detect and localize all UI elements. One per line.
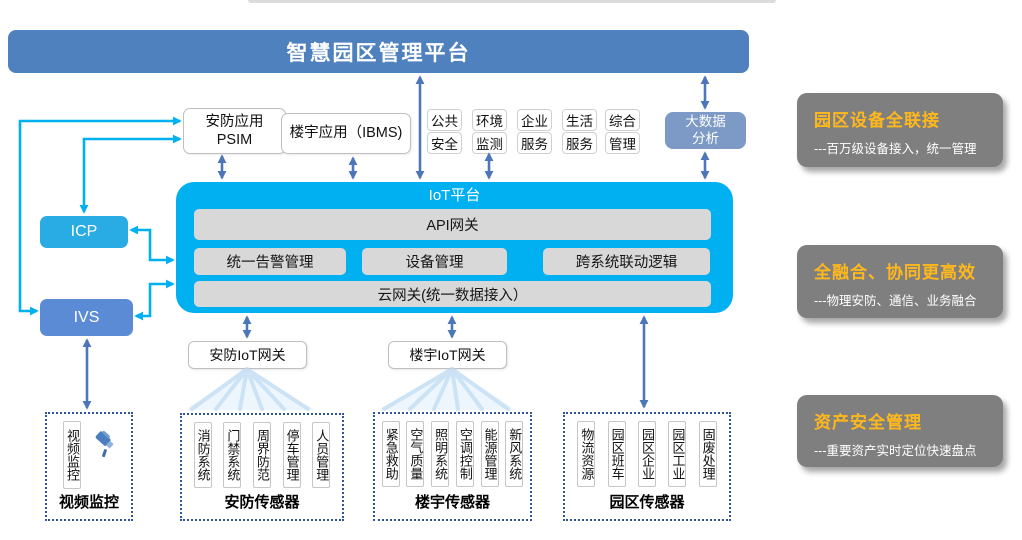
camera-icon — [91, 428, 119, 465]
park-group-label: 园区传感器 — [609, 494, 685, 511]
top-edge-artifact — [248, 0, 776, 3]
ibms-label: 楼宇应用（IBMS) — [289, 125, 403, 142]
service-comprehensive: 综合 管理 — [605, 109, 640, 154]
service-living: 生活 服务 — [562, 109, 597, 154]
sensor-column: 照明系统 — [431, 421, 450, 487]
sensor-column: 园区企业 — [637, 421, 656, 487]
sensor-column: 物流资源 — [577, 421, 596, 487]
iot-platform-title: IoT平台 — [428, 187, 481, 204]
sensor-column: 消防系统 — [193, 422, 212, 488]
sensor-column: 能源管理 — [480, 421, 499, 487]
sensor-column: 周界防范 — [252, 422, 271, 488]
service-public-safety: 公共 安全 — [427, 109, 462, 154]
panel-subtitle: ---重要资产实时定位快速盘点 — [814, 444, 977, 458]
sensor-column: 人员管理 — [312, 422, 331, 488]
service-text: 服务 — [562, 132, 597, 154]
unified-alarm-bar: 统一告警管理 — [194, 248, 346, 275]
app-box-psim: 安防应用 PSIM — [183, 108, 286, 154]
security-sensors-group: 消防系统 门禁系统 周界防范 停车管理 人员管理 安防传感器 — [180, 413, 344, 521]
icp-label: ICP — [70, 223, 98, 240]
sensor-column: 空气质量 — [406, 421, 425, 487]
sensor-column: 园区工业 — [668, 421, 687, 487]
sensor-column: 紧急救助 — [381, 421, 400, 487]
cross-system-linkage-bar: 跨系统联动逻辑 — [543, 248, 710, 275]
service-env-monitoring: 环境 监测 — [472, 109, 507, 154]
service-text: 服务 — [517, 132, 552, 154]
api-gateway-bar: API网关 — [194, 209, 711, 240]
benefit-panel-convergence: 全融合、协同更高效 ---物理安防、通信、业务融合 — [797, 245, 1003, 318]
service-text: 综合 — [605, 109, 640, 131]
platform-banner: 智慧园区管理平台 — [8, 30, 749, 73]
benefit-panel-asset-safety: 资产安全管理 ---重要资产实时定位快速盘点 — [797, 395, 1003, 467]
service-enterprise: 企业 服务 — [517, 109, 552, 154]
sensor-column: 园区班车 — [607, 421, 626, 487]
service-text: 环境 — [472, 109, 507, 131]
video-group-label: 视频监控 — [58, 494, 119, 511]
building-sensors-group: 紧急救助 空气质量 照明系统 空调控制 能源管理 新风系统 楼宇传感器 — [373, 412, 532, 521]
cloud-gateway-bar: 云网关(统一数据接入） — [194, 281, 711, 307]
panel-title: 资产安全管理 — [814, 413, 922, 432]
connector-psim-icp — [79, 134, 182, 214]
service-text: 监测 — [472, 132, 507, 154]
panel-subtitle: ---物理安防、通信、业务融合 — [814, 294, 977, 308]
bigdata-line1: 大数据 — [685, 113, 726, 129]
sensor-column: 固废处理 — [698, 421, 717, 487]
sensor-column: 空调控制 — [455, 421, 474, 487]
sensor-column: 新风系统 — [505, 421, 524, 487]
security-group-label: 安防传感器 — [224, 494, 300, 511]
sensor-column: 门禁系统 — [223, 422, 242, 488]
bigdata-line2: 分析 — [692, 130, 719, 146]
fan-spray-security — [185, 367, 315, 411]
service-text: 公共 — [427, 109, 462, 131]
device-mgmt-bar: 设备管理 — [362, 248, 507, 275]
panel-title: 园区设备全联接 — [814, 111, 940, 130]
video-surveillance-group: 视频监控 视频监控 — [45, 412, 133, 521]
ivs-box: IVS — [40, 299, 133, 336]
fan-spray-building — [378, 367, 516, 411]
building-iot-gateway-box: 楼宇IoT网关 — [388, 341, 507, 369]
ivs-label: IVS — [73, 308, 100, 326]
sensor-column: 停车管理 — [282, 422, 301, 488]
connector-iot-ivs — [134, 279, 175, 321]
psim-line2: PSIM — [216, 132, 253, 148]
park-sensors-group: 物流资源 园区班车 园区企业 园区工业 固废处理 园区传感器 — [563, 412, 731, 521]
security-iot-gateway-box: 安防IoT网关 — [188, 341, 307, 369]
app-box-ibms: 楼宇应用（IBMS) — [281, 113, 411, 154]
video-column: 视频监控 — [63, 421, 81, 489]
psim-line1: 安防应用 — [205, 113, 264, 130]
service-text: 管理 — [605, 132, 640, 154]
platform-title: 智慧园区管理平台 — [286, 41, 471, 65]
service-text: 安全 — [427, 132, 462, 154]
benefit-panel-connectivity: 园区设备全联接 ---百万级设备接入，统一管理 — [797, 93, 1003, 167]
panel-title: 全融合、协同更高效 — [814, 263, 976, 282]
icp-box: ICP — [40, 216, 128, 248]
panel-subtitle: ---百万级设备接入，统一管理 — [814, 142, 977, 156]
service-text: 生活 — [562, 109, 597, 131]
connector-icp-iot — [129, 225, 175, 265]
bigdata-analysis-box: 大数据 分析 — [665, 112, 746, 149]
service-text: 企业 — [517, 109, 552, 131]
building-group-label: 楼宇传感器 — [414, 494, 490, 511]
